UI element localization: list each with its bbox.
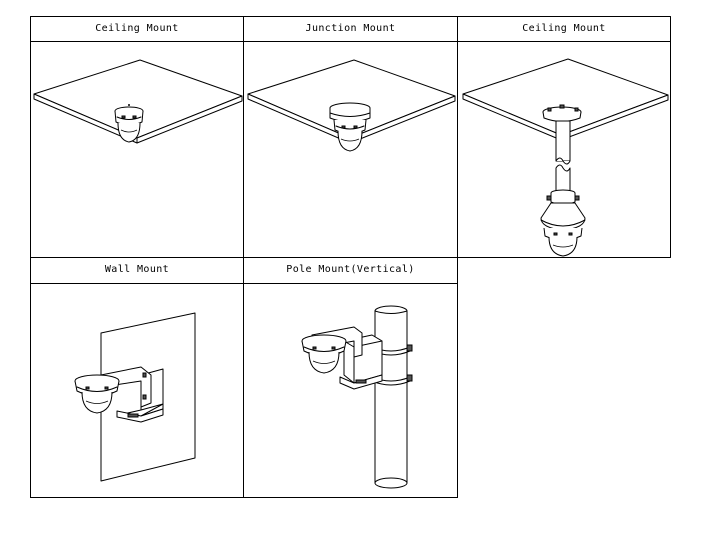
- junction-mount-illustration: [244, 42, 457, 257]
- mount-label: Pole Mount(Vertical): [286, 264, 415, 275]
- mount-cell-wall: Wall Mount: [31, 258, 243, 497]
- pole-camera-drawing: [301, 305, 413, 489]
- mount-cell-ceiling-pendant: Ceiling Mount: [458, 17, 670, 257]
- mount-label: Junction Mount: [305, 23, 396, 34]
- wall-mount-illustration: [31, 283, 243, 497]
- pole-mount-illustration: [244, 283, 457, 497]
- junction-camera-drawing: [247, 59, 456, 152]
- pendant-mount-illustration: [458, 42, 670, 257]
- mount-label: Ceiling Mount: [522, 23, 606, 34]
- mount-label: Wall Mount: [104, 264, 170, 275]
- mount-label: Ceiling Mount: [95, 23, 179, 34]
- ceiling-camera-drawing: [33, 59, 243, 144]
- ceiling-mount-illustration: [31, 42, 243, 257]
- mount-cell-pole-vertical: Pole Mount(Vertical): [244, 258, 457, 497]
- pendant-camera-drawing: [462, 58, 669, 257]
- wall-camera-drawing: [74, 312, 196, 482]
- mount-cell-ceiling: Ceiling Mount: [31, 17, 243, 257]
- mount-cell-junction: Junction Mount: [244, 17, 457, 257]
